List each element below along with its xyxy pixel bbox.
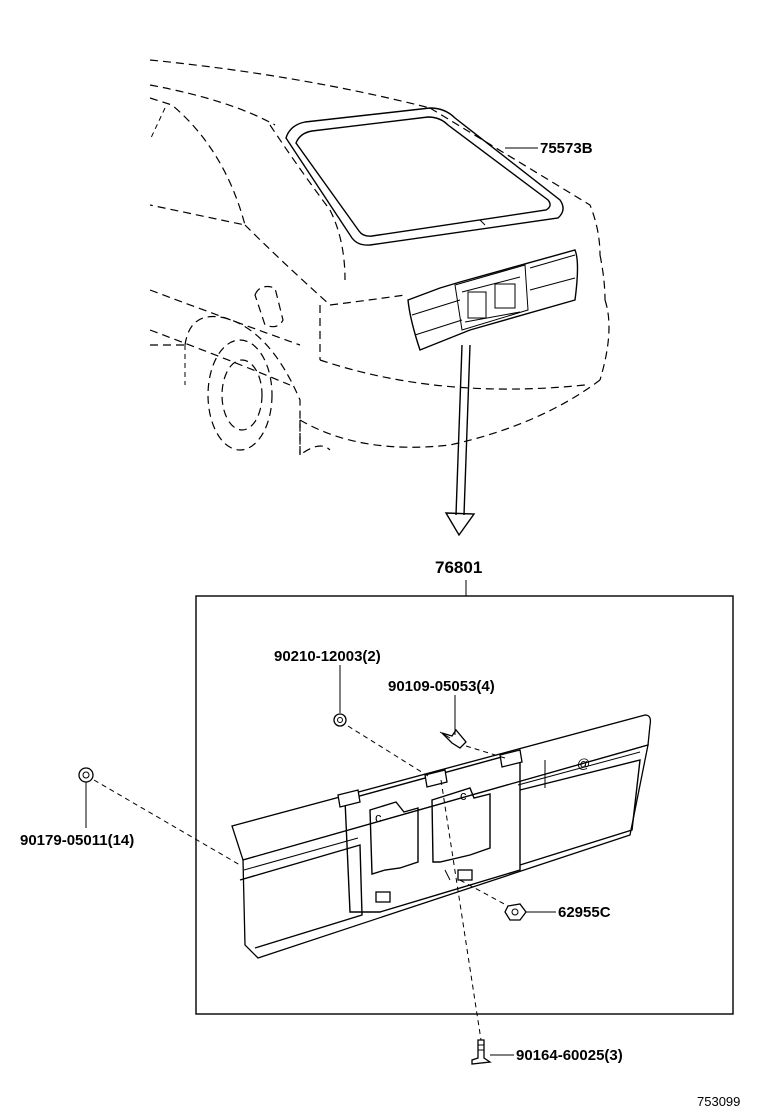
callout-90179: 90179-05011(14): [20, 832, 134, 849]
callout-90164: 90164-60025(3): [516, 1047, 623, 1064]
callout-90109: 90109-05053(4): [388, 678, 495, 695]
back-door-garnish: c c @: [231, 714, 652, 959]
callout-76801: 76801: [435, 558, 482, 577]
callout-90210: 90210-12003(2): [274, 648, 381, 665]
callout-62955c: 62955C: [558, 904, 611, 921]
detail-arrow: [444, 344, 476, 537]
clip-90179: [78, 767, 94, 783]
vehicle-rear-illustration: [149, 59, 610, 457]
detail-frame: [195, 595, 734, 1015]
screw-90109: [439, 728, 467, 749]
cushion-62955c: [504, 903, 527, 921]
screw-90164: [471, 1039, 492, 1065]
svg-text:c: c: [375, 810, 382, 825]
callout-75573b: 75573B: [540, 140, 593, 157]
nut-90210: [333, 713, 347, 727]
svg-text:c: c: [460, 788, 467, 803]
svg-text:@: @: [577, 756, 590, 771]
diagram-id: 753099: [697, 1094, 740, 1109]
